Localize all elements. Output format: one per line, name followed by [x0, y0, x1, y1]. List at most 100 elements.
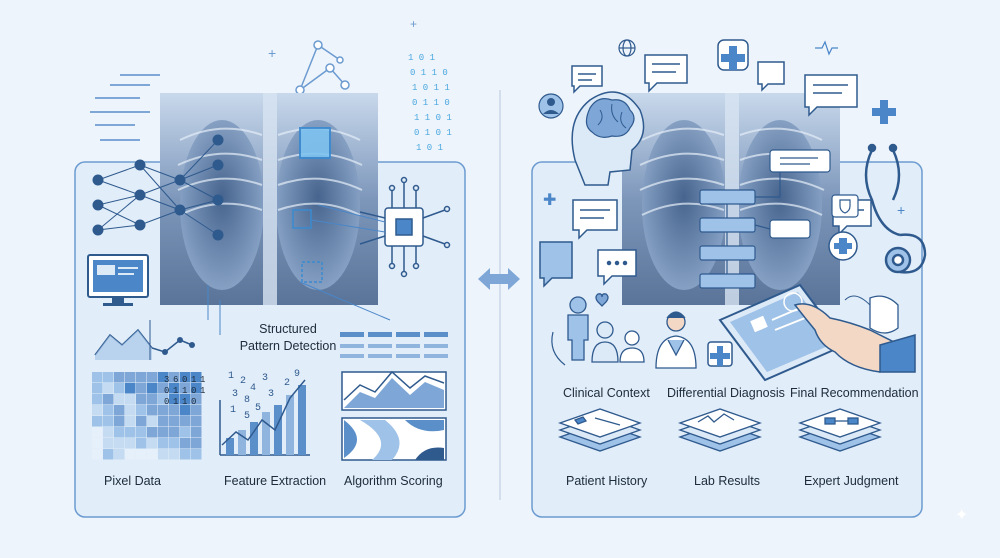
pixel-cell [169, 372, 180, 383]
pixel-cell [136, 394, 147, 405]
pixel-cell [92, 405, 103, 416]
label-final-recommendation: Final Recommendation [790, 386, 919, 400]
doctor-icon [655, 311, 697, 369]
pixel-cell [103, 416, 114, 427]
pixel-digit: 1 [173, 397, 178, 407]
pixel-cell [103, 449, 114, 460]
pixel-cell [180, 438, 191, 449]
pixel-cell [103, 438, 114, 449]
label-algorithm-scoring: Algorithm Scoring [344, 474, 443, 488]
pixel-cell [180, 427, 191, 438]
pixel-cell [180, 383, 191, 394]
detection-box-2 [292, 209, 312, 229]
area-chart-icon [341, 370, 447, 411]
svg-text:0 1 1 0: 0 1 1 0 [410, 68, 448, 78]
scattered-digit: 4 [250, 383, 256, 394]
pixel-cell [125, 449, 136, 460]
pixel-cell [158, 394, 169, 405]
pixel-cell [125, 427, 136, 438]
chat-bubble-icons [539, 54, 872, 288]
svg-text:0 1 0 1: 0 1 0 1 [414, 128, 452, 138]
svg-text:1 0 1 1: 1 0 1 1 [412, 83, 450, 93]
pixel-cell [92, 416, 103, 427]
scattered-digit: 5 [244, 411, 250, 422]
plus-decor-icon: ✚ [543, 192, 556, 209]
pixel-cell [114, 449, 125, 460]
pixel-cell [147, 427, 158, 438]
pixel-cell [125, 438, 136, 449]
flowchart-icon [699, 149, 831, 289]
pixel-digit: 1 [200, 375, 205, 385]
pixel-cell [180, 372, 191, 383]
expert-judgment-layers [798, 408, 882, 452]
pixel-cell [125, 372, 136, 383]
label-expert-judgment: Expert Judgment [804, 474, 899, 488]
pixel-cell [158, 438, 169, 449]
patient-history-layers [558, 408, 642, 452]
pixel-cell [114, 372, 125, 383]
pixel-cell [169, 449, 180, 460]
pixel-cell [147, 438, 158, 449]
scattered-digit: 9 [294, 369, 300, 380]
pixel-cell [191, 449, 202, 460]
pixel-cell [92, 372, 103, 383]
heading-line-1: Structured [259, 322, 317, 336]
pixel-cell [103, 405, 114, 416]
feature-bar-chart [219, 379, 310, 456]
mouse-icon [844, 295, 899, 334]
data-lines-decor [90, 74, 160, 141]
pixel-cell [103, 394, 114, 405]
pixel-cell [92, 438, 103, 449]
pixel-cell [147, 383, 158, 394]
label-differential-diagnosis: Differential Diagnosis [667, 386, 785, 400]
pixel-cell [180, 449, 191, 460]
label-lab-results: Lab Results [694, 474, 761, 488]
sparkle-plus-icon-2: + [410, 17, 417, 31]
pixel-cell [114, 405, 125, 416]
heading-line-2: Pattern Detection [239, 339, 337, 353]
plus-decor-icon-2: + [897, 202, 905, 218]
pixel-cell [136, 405, 147, 416]
scattered-digit: 3 [262, 373, 268, 384]
pixel-cell [125, 394, 136, 405]
pixel-cell [125, 416, 136, 427]
pixel-cell [169, 394, 180, 405]
pixel-cell [158, 383, 169, 394]
pixel-cell [147, 449, 158, 460]
globe-icon [618, 39, 636, 57]
pixel-cell [147, 372, 158, 383]
pixel-cell [136, 372, 147, 383]
detection-box-3 [301, 261, 323, 283]
scattered-digit: 3 [232, 389, 238, 400]
svg-text:1 1 0 1: 1 1 0 1 [414, 113, 452, 123]
structured-heading: Structured Pattern Detection [228, 321, 348, 355]
pixel-cell [158, 416, 169, 427]
pixel-cell [114, 394, 125, 405]
patient-group-icon [551, 293, 645, 366]
pixel-digit: 0 [164, 397, 169, 407]
pixel-cell [191, 427, 202, 438]
pixel-cell [103, 372, 114, 383]
scattered-digit: 3 [268, 389, 274, 400]
pixel-cell [92, 427, 103, 438]
pixel-cell [169, 427, 180, 438]
pixel-cell [191, 383, 202, 394]
pixel-cell [158, 449, 169, 460]
detection-box-1 [299, 127, 331, 159]
scattered-digit: 2 [284, 378, 290, 389]
pixel-digit: 0 [191, 386, 196, 396]
pixel-cell [191, 372, 202, 383]
pixel-digit: 1 [200, 386, 205, 396]
pixel-cell [125, 405, 136, 416]
pixel-cell [180, 405, 191, 416]
svg-text:0 1 1 0: 0 1 1 0 [412, 98, 450, 108]
pixel-cell [169, 383, 180, 394]
pixel-digit: 0 [164, 386, 169, 396]
monitor-icon [87, 254, 149, 306]
pixel-cell [158, 427, 169, 438]
pixel-cell [147, 394, 158, 405]
medical-cross-icons [707, 39, 896, 367]
